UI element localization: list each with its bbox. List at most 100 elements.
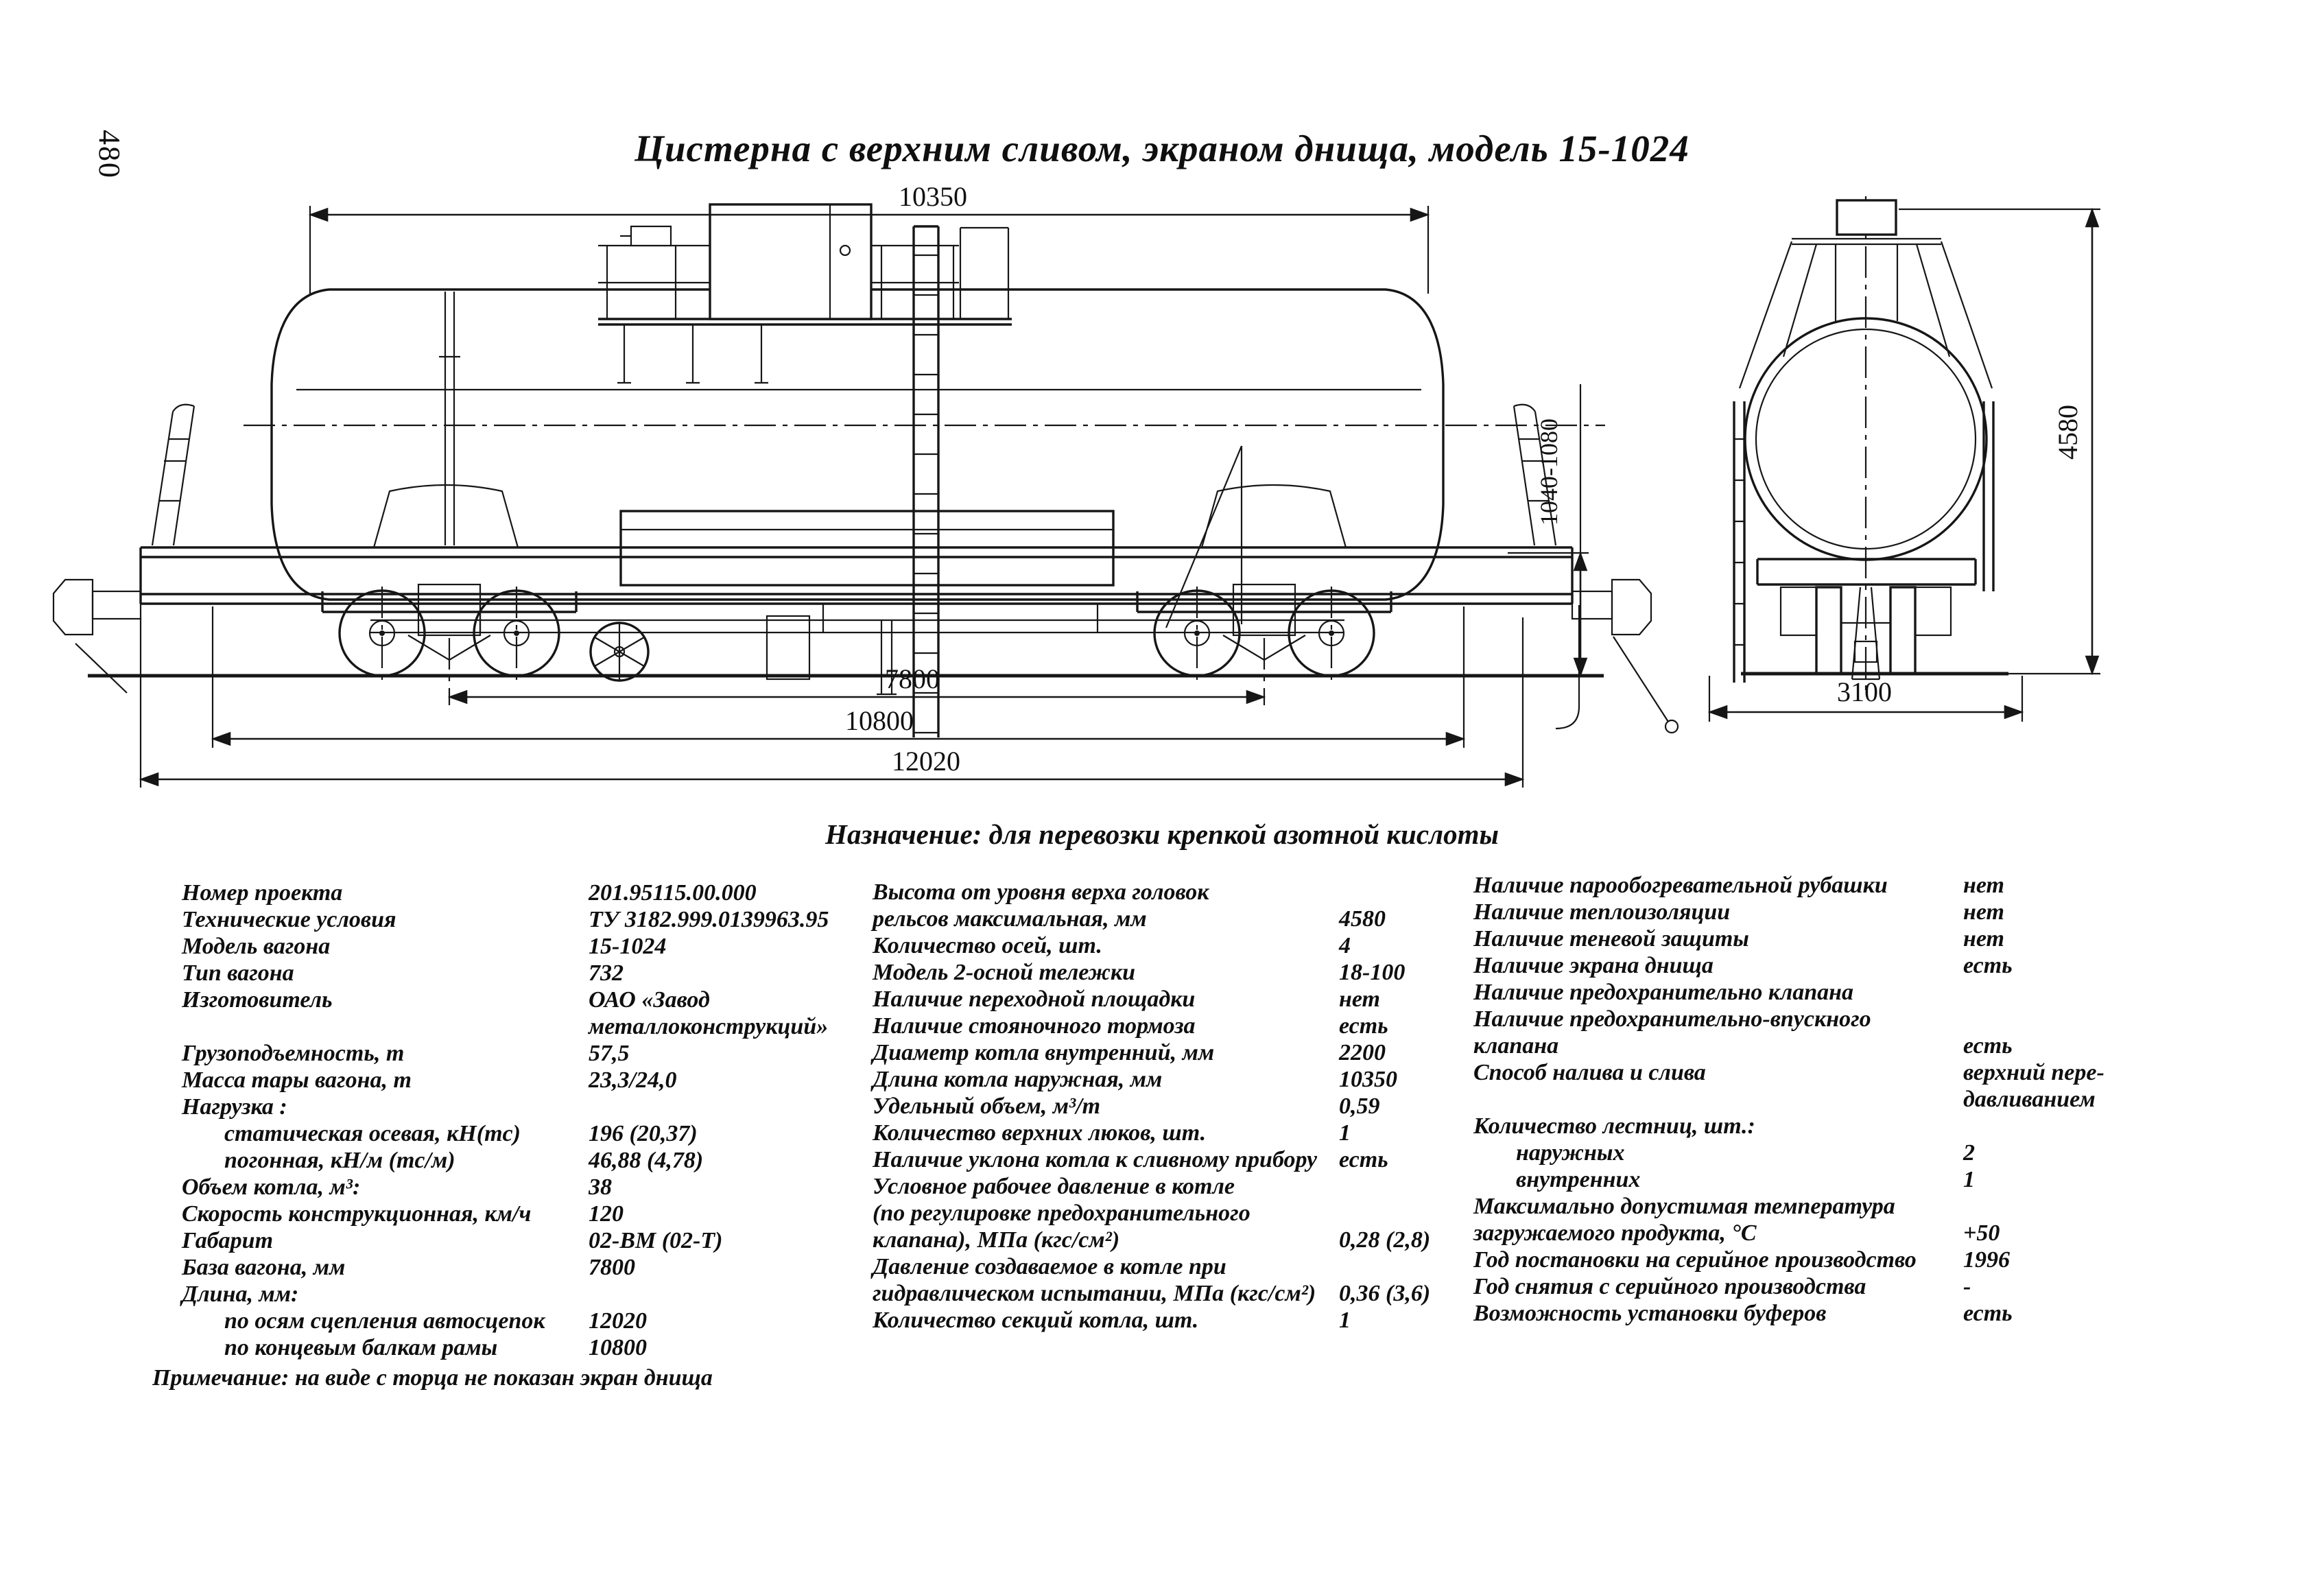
- spec-value: металлоконструкций»: [589, 1014, 829, 1039]
- page-title: Цистерна с верхним сливом, экраном днища…: [635, 127, 1689, 169]
- spec-value: 57,5: [589, 1041, 630, 1066]
- spec-label: Условное рабочее давление в котле: [873, 1174, 1235, 1199]
- spec-row: Скорость конструкционная, км/ч 120: [182, 1201, 854, 1228]
- ladder: [912, 225, 1010, 737]
- side-view: [52, 203, 1679, 737]
- dim-coupler-length: 12020: [892, 746, 960, 777]
- spec-label: Количество секций котла, шт.: [873, 1308, 1199, 1333]
- spec-label: Высота от уровня верха головок: [873, 879, 1209, 905]
- spec-value: 1: [1339, 1308, 1351, 1333]
- spec-row: Наличие экрана днища есть: [1473, 953, 2262, 980]
- spec-value: 2200: [1339, 1040, 1386, 1065]
- spec-value: 120: [589, 1201, 624, 1227]
- spec-label: клапана: [1473, 1033, 1559, 1059]
- spec-row: Изготовитель ОАО «Завод: [182, 987, 854, 1014]
- technical-drawing: 10350 1040-1080 7800 10800 12020 4580: [52, 181, 2100, 788]
- underframe: [139, 546, 1574, 696]
- spec-label: Наличие экрана днища: [1473, 953, 1714, 978]
- spec-value: есть: [1963, 953, 2013, 978]
- spec-value: верхний пере-: [1963, 1060, 2104, 1085]
- spec-row: загружаемого продукта, °С+50: [1473, 1220, 2262, 1247]
- spec-value: 7800: [589, 1255, 635, 1280]
- spec-value: 0,59: [1339, 1094, 1380, 1119]
- dim-frame-length: 10800: [845, 705, 914, 736]
- spec-value: давливанием: [1963, 1087, 2096, 1112]
- tank-end-inner: [1755, 328, 1977, 550]
- spec-label: Наличие уклона котла к сливному прибору: [873, 1147, 1318, 1172]
- spec-value: нет: [1963, 926, 2004, 952]
- spec-label: Количество осей, шт.: [873, 933, 1102, 958]
- spec-label: Диаметр котла внутренний, мм: [873, 1040, 1215, 1065]
- spec-row: Технические условия ТУ 3182.999.0139963.9…: [182, 907, 854, 934]
- spec-label: Наличие теплоизоляции: [1473, 899, 1731, 925]
- spec-label: Наличие предохранительно-впускного: [1473, 1006, 1871, 1032]
- spec-value: 4580: [1339, 906, 1386, 932]
- spec-label: Модель 2-осной тележки: [873, 960, 1136, 985]
- spec-value: ОАО «Завод: [589, 987, 710, 1013]
- spec-value: ТУ 3182.999.0139963.95: [589, 907, 829, 932]
- spec-value: 732: [589, 960, 624, 986]
- spec-label: по осям сцепления автосцепок: [224, 1308, 545, 1334]
- spec-row: Количество верхних люков, шт.1: [873, 1120, 1456, 1147]
- spec-value: 23,3/24,0: [589, 1067, 677, 1093]
- spec-row: клапана), МПа (кгс/см²) 0,28 (2,8): [873, 1227, 1456, 1254]
- spec-label: гидравлическом испытании, МПа (кгс/см²): [873, 1281, 1316, 1306]
- spec-value: есть: [1339, 1147, 1388, 1172]
- spec-row: (по регулировке предохранительного: [873, 1201, 1456, 1227]
- spec-label: внутренних: [1516, 1167, 1641, 1192]
- spec-value: есть: [1963, 1033, 2013, 1059]
- spec-label: Габарит: [182, 1228, 274, 1253]
- spec-row: гидравлическом испытании, МПа (кгс/см²)0…: [873, 1281, 1456, 1308]
- spec-row: Количество секций котла, шт. 1: [873, 1308, 1456, 1334]
- spec-value: 38: [589, 1174, 612, 1200]
- spec-label: Изготовитель: [182, 987, 333, 1013]
- spec-label: Наличие парообогревательной рубашки: [1473, 873, 1888, 898]
- spec-label: клапана), МПа (кгс/см²): [873, 1227, 1120, 1253]
- spec-label: Год снятия с серийного производства: [1473, 1274, 1866, 1299]
- spec-label: Грузоподъемность, т: [182, 1041, 405, 1066]
- spec-label: Масса тары вагона, т: [182, 1067, 412, 1093]
- spec-label: Технические условия: [182, 907, 396, 932]
- top-platform-and-dome: [598, 203, 1012, 384]
- dimensions: 10350 1040-1080 7800 10800 12020 4580: [139, 181, 2100, 788]
- spec-row: давливанием: [1473, 1087, 2262, 1113]
- spec-label: Нагрузка :: [182, 1094, 287, 1120]
- spec-label: Скорость конструкционная, км/ч: [182, 1201, 532, 1227]
- dim-base: 7800: [885, 663, 940, 694]
- drain-pipe: [1555, 605, 1580, 730]
- spec-value: 0,28 (2,8): [1339, 1227, 1431, 1253]
- spec-row: Диаметр котла внутренний, мм 2200: [873, 1040, 1456, 1067]
- spec-label: Количество верхних люков, шт.: [873, 1120, 1207, 1146]
- spec-row: Габарит 02-ВМ (02-Т): [182, 1228, 854, 1255]
- spec-row: Количество осей, шт.4: [873, 933, 1456, 960]
- spec-label: Тип вагона: [182, 960, 294, 986]
- spec-value: 02-ВМ (02-Т): [589, 1228, 723, 1253]
- spec-label: Наличие переходной площадки: [873, 986, 1196, 1012]
- spec-label: Длина котла наружная, мм: [873, 1067, 1163, 1092]
- spec-row: Давление создаваемое в котле при: [873, 1254, 1456, 1281]
- end-view: [1733, 196, 2008, 696]
- tank-body: [244, 288, 1605, 601]
- spec-row: Максимально допустимая температура: [1473, 1194, 2262, 1220]
- spec-label: Наличие предохранительно клапана: [1473, 980, 1854, 1005]
- spec-row: Количество лестниц, шт.:: [1473, 1113, 2262, 1140]
- spec-label: Удельный объем, м³/т: [873, 1094, 1101, 1119]
- spec-row: Тип вагона 732: [182, 960, 854, 987]
- spec-value: 2: [1963, 1140, 1975, 1166]
- dim-coupler-height: 1040-1080: [1535, 418, 1563, 525]
- footnote: Примечание: на виде с торца не показан э…: [152, 1365, 713, 1391]
